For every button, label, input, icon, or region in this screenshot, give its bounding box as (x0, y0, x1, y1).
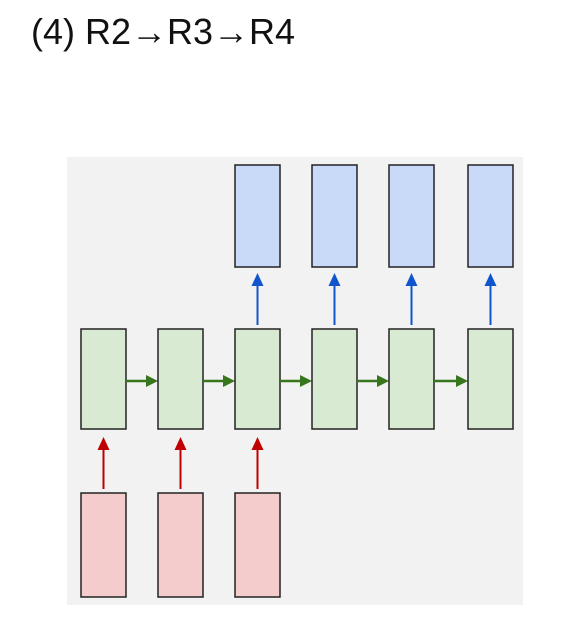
page-title: (4) R2→R3→R4 (31, 11, 296, 52)
output-box (234, 164, 281, 268)
rnn-diagram-svg (80, 164, 514, 598)
recurrent-arrow-head (456, 375, 468, 387)
input-arrow-head (174, 437, 187, 450)
recurrent-arrow-head (377, 375, 389, 387)
output-arrow-head (328, 273, 341, 286)
hidden-box (311, 328, 358, 430)
input-box (157, 492, 204, 598)
output-box (467, 164, 514, 268)
input-box (80, 492, 127, 598)
output-box (311, 164, 358, 268)
output-arrow-head (405, 273, 418, 286)
input-arrow-head (97, 437, 110, 450)
hidden-box (234, 328, 281, 430)
output-box (388, 164, 435, 268)
hidden-box (388, 328, 435, 430)
output-arrow-head (251, 273, 264, 286)
rnn-diagram (67, 157, 523, 605)
hidden-box (80, 328, 127, 430)
input-arrow-head (251, 437, 264, 450)
output-arrow-head (484, 273, 497, 286)
hidden-box (467, 328, 514, 430)
input-box (234, 492, 281, 598)
hidden-box (157, 328, 204, 430)
recurrent-arrow-head (223, 375, 235, 387)
recurrent-arrow-head (300, 375, 312, 387)
recurrent-arrow-head (146, 375, 158, 387)
